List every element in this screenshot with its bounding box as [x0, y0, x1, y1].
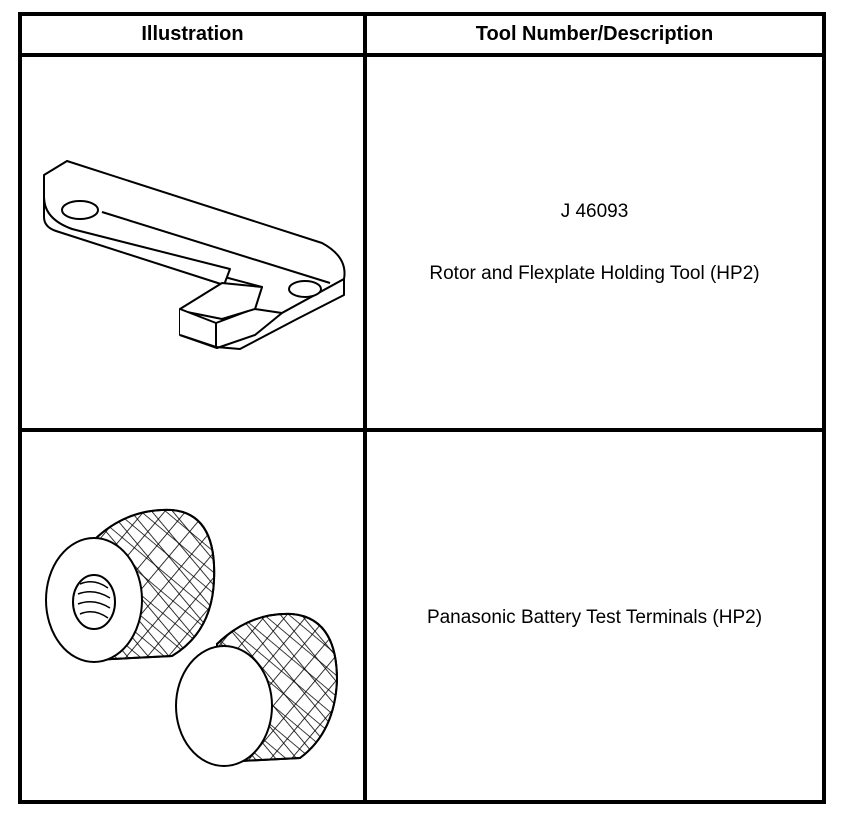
- row-1-description: J 46093 Rotor and Flexplate Holding Tool…: [367, 57, 822, 428]
- tool-number: J 46093: [560, 200, 629, 222]
- tool-table: Illustration Tool Number/Description: [18, 12, 826, 804]
- header-divider: [22, 53, 822, 57]
- row-2-description: Panasonic Battery Test Terminals (HP2): [367, 432, 822, 804]
- column-divider: [363, 16, 367, 800]
- header-illustration: Illustration: [22, 16, 363, 53]
- header-illustration-label: Illustration: [141, 23, 244, 45]
- tool-description: Rotor and Flexplate Holding Tool (HP2): [429, 262, 760, 284]
- header-description-label: Tool Number/Description: [475, 23, 714, 45]
- battery-test-terminals-icon: [45, 508, 339, 767]
- tool-description: Panasonic Battery Test Terminals (HP2): [426, 607, 763, 628]
- header-description: Tool Number/Description: [367, 16, 822, 53]
- row-1-illustration: [22, 57, 363, 428]
- row-divider: [22, 428, 822, 432]
- row-2-illustration: [22, 432, 363, 804]
- flexplate-holding-tool-icon: [43, 160, 346, 350]
